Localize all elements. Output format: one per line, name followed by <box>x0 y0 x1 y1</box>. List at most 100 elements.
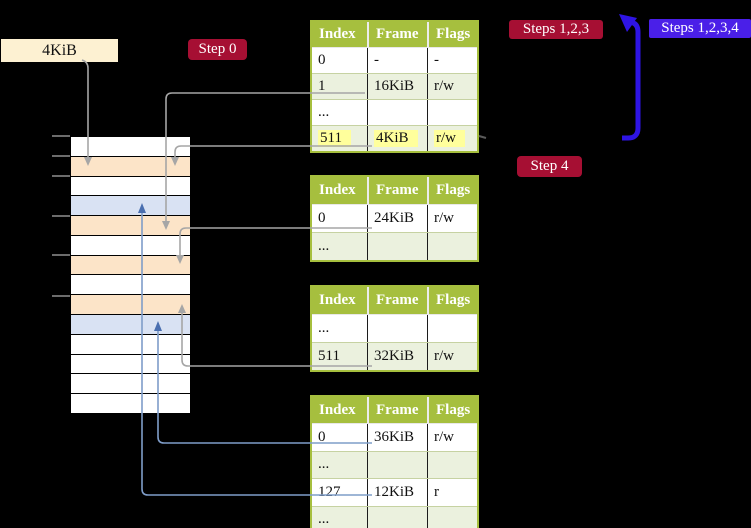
table-cell: 511 <box>312 126 367 151</box>
table-cell: 511 <box>318 348 340 364</box>
table-header-row: Index Frame Flags <box>312 287 477 314</box>
physical-memory-column <box>70 136 191 414</box>
table-header-row: Index Frame Flags <box>312 397 477 423</box>
table-cell: 16KiB <box>367 74 427 99</box>
page-table-4: Index Frame Flags 0 36KiB r/w ... 127 12… <box>310 395 479 528</box>
table-cell: 4KiB <box>367 126 427 151</box>
table-row: 511 32KiB r/w <box>312 342 477 370</box>
badge-step-0: Step 0 <box>188 39 247 60</box>
table-cell: 1 <box>318 78 326 94</box>
table-row: 1 16KiB r/w <box>312 73 477 99</box>
memory-frame-row <box>71 234 190 255</box>
table-cell: 0 <box>318 52 326 68</box>
badge-steps-1-2-3-4: Steps 1,2,3,4 <box>649 19 751 38</box>
badge-step-0-text: Step 0 <box>198 41 237 57</box>
table-row: 127 12KiB r <box>312 478 477 506</box>
table-cell <box>367 315 427 342</box>
table-header-row: Index Frame Flags <box>312 22 477 47</box>
table-row: 0 - - <box>312 47 477 73</box>
badge-step-4-text: Step 4 <box>530 158 569 174</box>
frame-size-text: 4KiB <box>42 41 77 59</box>
memory-frame-row <box>71 137 190 156</box>
column-header-index: Index <box>319 26 356 42</box>
table-cell: 127 <box>318 483 341 500</box>
table-cell <box>427 100 477 125</box>
table-cell <box>367 506 427 528</box>
table-cell <box>427 451 477 478</box>
memory-boundary-ticks <box>52 135 70 297</box>
memory-frame-row <box>71 314 190 334</box>
table-header-row: Index Frame Flags <box>312 177 477 204</box>
highlight-mark: 4KiB <box>374 130 418 147</box>
table-cell: 12KiB <box>367 479 427 506</box>
table-row: ... <box>312 450 477 478</box>
table-cell: ... <box>318 456 330 473</box>
table-cell: r/w <box>427 424 477 451</box>
column-header-flags: Flags <box>427 22 477 47</box>
page-table-1: Index Frame Flags 0 - - 1 16KiB r/w ... … <box>310 20 479 153</box>
page-table-2: Index Frame Flags 0 24KiB r/w ... <box>310 175 479 262</box>
table-cell <box>367 100 427 125</box>
highlight-mark: r/w <box>434 130 465 147</box>
table-cell: r/w <box>427 74 477 99</box>
column-header-flags: Flags <box>427 177 477 204</box>
table-row: ... <box>312 99 477 125</box>
memory-frame-row <box>71 215 190 235</box>
column-header-frame: Frame <box>367 397 427 423</box>
table-row: ... <box>312 314 477 342</box>
frame-size-label: 4KiB <box>1 39 118 62</box>
page-table-3: Index Frame Flags ... 511 32KiB r/w <box>310 285 479 372</box>
memory-frame-row <box>71 294 190 315</box>
table-cell <box>427 233 477 260</box>
table-cell <box>427 506 477 528</box>
table-cell: 36KiB <box>367 424 427 451</box>
table-cell <box>367 233 427 260</box>
table-cell <box>427 315 477 342</box>
memory-frame-row <box>71 175 190 196</box>
table-cell: r/w <box>427 343 477 370</box>
badge-steps-1-2-3: Steps 1,2,3 <box>509 20 603 39</box>
memory-frame-row <box>71 333 190 354</box>
row-511-tick <box>478 135 487 139</box>
memory-frame-row <box>71 353 190 374</box>
steps-flow-arrow <box>622 19 641 141</box>
column-header-index: Index <box>319 292 356 308</box>
badge-steps-1-2-3-text: Steps 1,2,3 <box>522 21 590 37</box>
badge-step-4: Step 4 <box>517 156 582 177</box>
table-cell: 0 <box>318 210 326 226</box>
table-cell: r/w <box>427 205 477 232</box>
arrow-up-left-icon <box>619 14 637 32</box>
table-cell: r/w <box>427 126 477 151</box>
column-header-flags: Flags <box>427 397 477 423</box>
table-cell: ... <box>318 238 330 254</box>
table-row: 0 36KiB r/w <box>312 423 477 451</box>
table-row: ... <box>312 232 477 260</box>
column-header-flags: Flags <box>427 287 477 314</box>
table-cell: - <box>427 48 477 73</box>
highlight-mark: 511 <box>318 130 351 147</box>
badge-steps-1-2-3-4-text: Steps 1,2,3,4 <box>661 20 739 36</box>
table-cell: ... <box>318 320 330 336</box>
table-cell <box>367 451 427 478</box>
table-cell: ... <box>318 511 330 528</box>
table-cell: 24KiB <box>367 205 427 232</box>
column-header-frame: Frame <box>367 22 427 47</box>
memory-frame-row <box>71 274 190 295</box>
table-cell: - <box>367 48 427 73</box>
column-header-index: Index <box>319 401 356 418</box>
column-header-frame: Frame <box>367 177 427 204</box>
table-row-highlighted: 511 4KiB r/w <box>312 125 477 151</box>
column-header-index: Index <box>319 182 356 198</box>
table-row: 0 24KiB r/w <box>312 204 477 232</box>
column-header-frame: Frame <box>367 287 427 314</box>
memory-frame-row <box>71 195 190 216</box>
memory-frame-row <box>71 373 190 394</box>
table-cell: 0 <box>318 428 326 445</box>
table-cell: ... <box>318 104 330 120</box>
memory-frame-row <box>71 155 190 176</box>
table-cell: 32KiB <box>367 343 427 370</box>
table-cell: r <box>427 479 477 506</box>
table-row: ... <box>312 505 477 528</box>
memory-frame-row <box>71 254 190 275</box>
